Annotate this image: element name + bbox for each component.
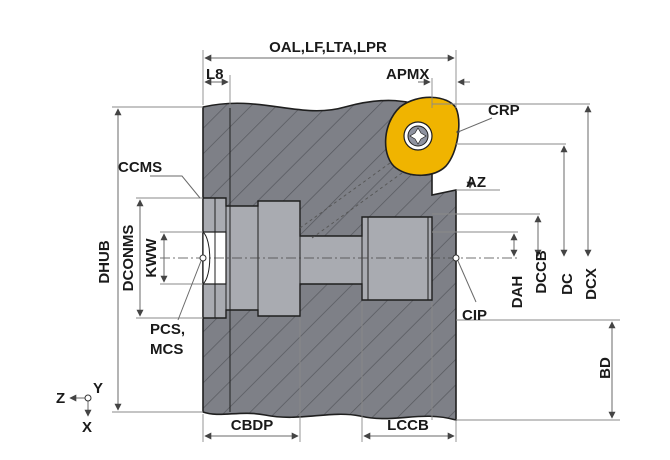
dah-label: DAH	[509, 276, 526, 309]
axis-y-label: Y	[93, 380, 103, 397]
bd-label: BD	[597, 357, 614, 379]
dhub-label: DHUB	[96, 240, 113, 283]
ccms-label: CCMS	[118, 159, 162, 176]
dcx-label: DCX	[583, 268, 600, 300]
dccb-label: DCCB	[533, 250, 550, 293]
cip-point	[452, 254, 460, 262]
cip-label: CIP	[462, 307, 487, 324]
pcs-label: PCS,	[150, 321, 185, 338]
mcs-label: MCS	[150, 341, 183, 358]
crp-label: CRP	[488, 102, 520, 119]
dconms-label: DCONMS	[120, 225, 137, 292]
lccb-label: LCCB	[387, 417, 429, 434]
axis-z-label: Z	[56, 390, 65, 407]
insert	[384, 96, 460, 177]
cutter-body	[202, 99, 457, 422]
axis-triad: Z Y X	[56, 380, 103, 436]
axis-x-label: X	[82, 419, 92, 436]
oal-label: OAL,LF,LTA,LPR	[269, 39, 387, 56]
pcs-point	[199, 254, 207, 262]
cbdp-label: CBDP	[231, 417, 274, 434]
apmx-label: APMX	[386, 66, 429, 83]
dc-label: DC	[559, 273, 576, 295]
az-label: AZ	[466, 174, 486, 191]
l8-label: L8	[206, 66, 224, 83]
kww-label: KWW	[143, 238, 160, 278]
